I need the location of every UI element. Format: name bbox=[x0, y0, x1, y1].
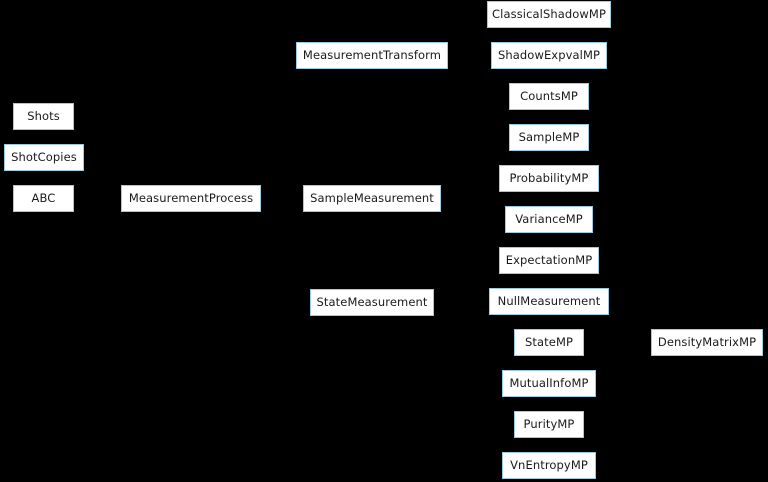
class-node-label: MeasurementTransform bbox=[302, 47, 442, 62]
inheritance-edge bbox=[261, 198, 310, 303]
class-node-shots[interactable]: Shots bbox=[13, 103, 74, 130]
class-node-vn-entropy-mp[interactable]: VnEntropyMP bbox=[502, 452, 596, 479]
inheritance-edge bbox=[441, 178, 499, 199]
class-node-label: MeasurementProcess bbox=[128, 190, 254, 205]
class-node-label: PurityMP bbox=[523, 416, 575, 431]
class-node-shadow-expval-mp[interactable]: ShadowExpvalMP bbox=[491, 42, 607, 69]
class-node-label: ABC bbox=[31, 190, 56, 205]
class-node-label: StateMeasurement bbox=[316, 294, 428, 309]
class-node-expectation-mp[interactable]: ExpectationMP bbox=[499, 247, 599, 274]
class-node-label: MutualInfoMP bbox=[509, 375, 589, 390]
class-node-null-measurement[interactable]: NullMeasurement bbox=[489, 288, 609, 315]
class-node-label: StateMP bbox=[525, 334, 573, 349]
inheritance-edge bbox=[441, 198, 489, 302]
class-node-purity-mp[interactable]: PurityMP bbox=[514, 411, 584, 438]
class-node-label: ClassicalShadowMP bbox=[492, 6, 606, 21]
inheritance-edge bbox=[84, 157, 121, 199]
class-node-measurement-process[interactable]: MeasurementProcess bbox=[121, 185, 261, 212]
class-node-label: NullMeasurement bbox=[497, 293, 601, 308]
inheritance-edge bbox=[434, 302, 502, 466]
class-node-label: SampleMP bbox=[518, 129, 580, 144]
class-node-sample-mp[interactable]: SampleMP bbox=[509, 124, 589, 151]
inheritance-edge bbox=[261, 55, 296, 199]
class-node-measurement-transform[interactable]: MeasurementTransform bbox=[296, 42, 448, 69]
class-node-label: Shots bbox=[27, 108, 60, 123]
class-node-label: ProbabilityMP bbox=[509, 170, 589, 185]
class-node-label: ExpectationMP bbox=[505, 252, 593, 267]
class-node-variance-mp[interactable]: VarianceMP bbox=[505, 206, 593, 233]
class-node-label: ShadowExpvalMP bbox=[497, 47, 601, 62]
class-node-label: VnEntropyMP bbox=[510, 457, 588, 472]
class-node-state-measurement[interactable]: StateMeasurement bbox=[310, 289, 434, 316]
class-node-label: CountsMP bbox=[520, 88, 578, 103]
class-node-label: VarianceMP bbox=[515, 211, 583, 226]
class-node-counts-mp[interactable]: CountsMP bbox=[509, 83, 589, 110]
class-node-state-mp[interactable]: StateMP bbox=[514, 329, 584, 356]
class-node-probability-mp[interactable]: ProbabilityMP bbox=[499, 165, 599, 192]
inheritance-edge bbox=[441, 198, 505, 220]
class-node-density-matrix-mp[interactable]: DensityMatrixMP bbox=[651, 329, 763, 356]
class-node-label: ShotCopies bbox=[11, 149, 77, 164]
inheritance-edge bbox=[448, 14, 487, 56]
class-node-shot-copies[interactable]: ShotCopies bbox=[4, 144, 84, 171]
class-node-classical-shadow-mp[interactable]: ClassicalShadowMP bbox=[487, 1, 611, 28]
class-node-label: DensityMatrixMP bbox=[657, 334, 757, 349]
class-node-abc[interactable]: ABC bbox=[13, 185, 74, 212]
class-node-sample-measurement[interactable]: SampleMeasurement bbox=[303, 185, 441, 212]
inheritance-edge bbox=[441, 198, 499, 261]
class-node-label: SampleMeasurement bbox=[310, 190, 434, 205]
class-node-mutual-info-mp[interactable]: MutualInfoMP bbox=[502, 370, 596, 397]
inheritance-edge bbox=[434, 302, 514, 425]
